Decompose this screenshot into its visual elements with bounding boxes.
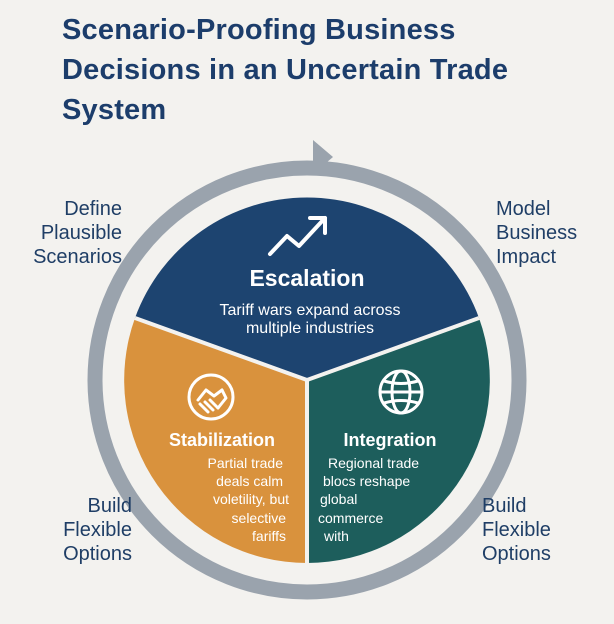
step-label-line: Define: [64, 198, 122, 220]
step-label-line: Flexible: [63, 519, 132, 541]
step-label-line: Flexible: [482, 519, 551, 541]
title-line-1: Scenario-Proofing Business: [62, 14, 456, 46]
stabilization-title: Stabilization: [169, 430, 275, 450]
stabilization-desc-line-5: fariffs: [252, 528, 286, 544]
globe-icon: [378, 369, 424, 415]
segment-divider: [134, 316, 308, 382]
stabilization-desc-line-3: voletility, but: [213, 491, 289, 507]
step-label-line: Plausible: [40, 222, 122, 244]
integration-title: Integration: [344, 430, 437, 450]
integration-desc-line-1: Regional trade: [328, 455, 419, 471]
step-label-line: Options: [482, 543, 551, 565]
escalation-title: Escalation: [249, 265, 364, 291]
escalation-desc-line-1: Tariff wars expand across: [219, 302, 400, 319]
stabilization-desc-line-1: Partial trade: [208, 455, 284, 471]
integration-desc-line-2: blocs reshape: [323, 473, 410, 489]
cycle-ring: [87, 160, 527, 600]
cycle-arrow-icon: [313, 140, 333, 174]
step-define-scenarios: Define Plausible Scenarios: [16, 197, 122, 269]
step-label-line: Business: [496, 222, 578, 244]
step-label-line: Scenarios: [33, 246, 122, 268]
step-label-line: Model: [496, 198, 551, 220]
trend-up-arrow-icon: [268, 216, 327, 256]
integration-desc-line-5: with: [323, 528, 349, 544]
step-model-impact: Model Business Impact: [496, 197, 606, 269]
escalation-desc-line-2: multiple industries: [246, 320, 374, 337]
stabilization-desc-line-4: selective: [232, 510, 287, 526]
stabilization-segment: [124, 318, 308, 563]
step-build-options-left: Build Flexible Options: [56, 494, 132, 566]
integration-segment: [307, 318, 490, 563]
escalation-segment: [135, 197, 479, 380]
step-build-options-right: Build Flexible Options: [482, 494, 592, 566]
integration-desc-line-4: commerce: [318, 510, 384, 526]
title-line-2: Decisions in an Uncertain Trade: [62, 54, 509, 86]
step-label-line: Build: [482, 495, 527, 517]
title-line-3: System: [62, 94, 167, 126]
segment-divider: [306, 316, 480, 382]
step-label-line: Options: [63, 543, 132, 565]
integration-desc-line-3: global: [320, 491, 357, 507]
handshake-icon: [187, 373, 235, 421]
step-label-line: Build: [87, 495, 132, 517]
step-label-line: Impact: [496, 246, 557, 268]
page-title: Scenario-Proofing Business Decisions in …: [62, 10, 592, 130]
stabilization-desc-line-2: deals calm: [216, 473, 283, 489]
